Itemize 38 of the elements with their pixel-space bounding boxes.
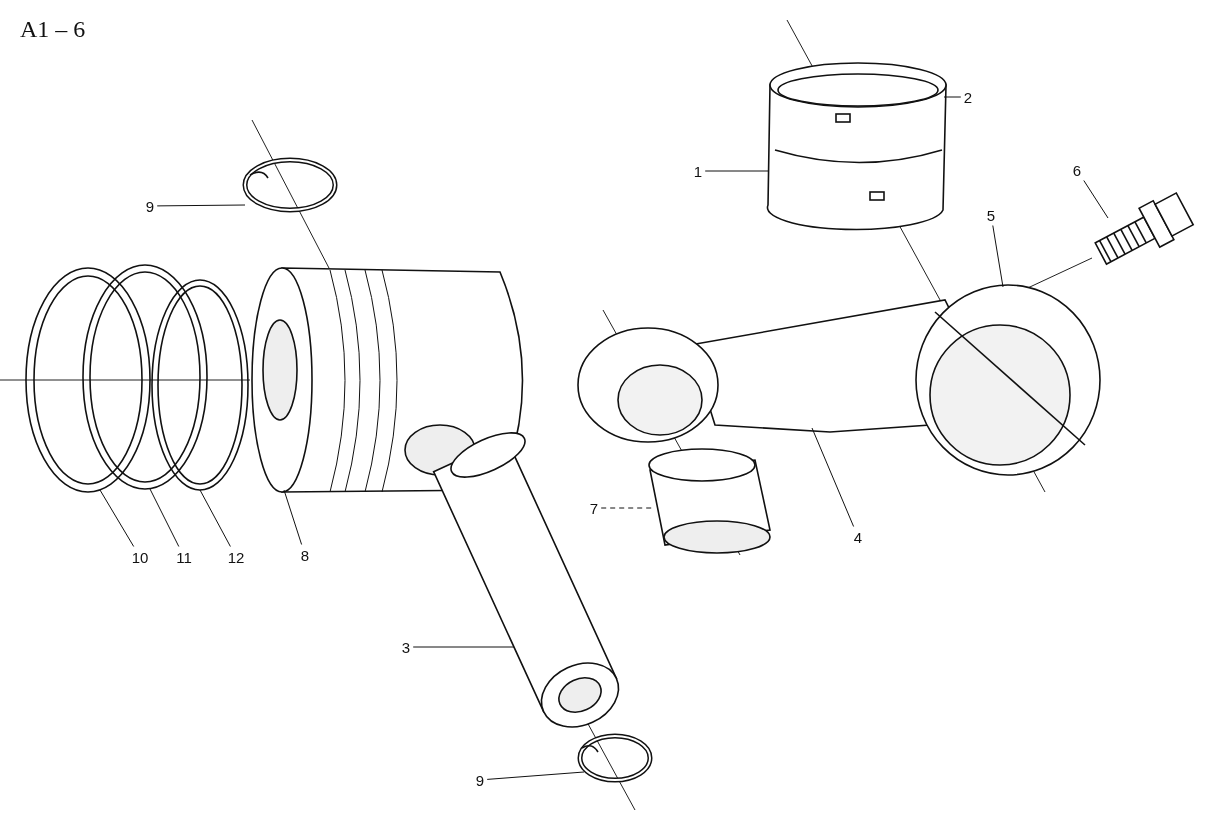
callout-number: 6 <box>1072 162 1082 178</box>
connecting-rod-drawing <box>577 284 1101 476</box>
callout-number: 10 <box>131 549 149 565</box>
leader-line <box>486 771 585 780</box>
bushing-drawing <box>648 448 771 554</box>
callout-number: 4 <box>853 529 863 545</box>
callout-number: 12 <box>227 549 245 565</box>
leader-line <box>704 170 769 172</box>
piston-ring-drawing <box>82 264 208 490</box>
leader-line <box>412 646 515 648</box>
callout-number: 2 <box>963 89 973 105</box>
callout-number: 7 <box>589 500 599 516</box>
callout-number: 11 <box>176 549 192 565</box>
leader-line <box>1083 180 1109 219</box>
leader-line <box>992 225 1004 288</box>
leader-line <box>199 489 231 547</box>
piston-drawing <box>251 267 524 493</box>
bearing-shell-drawing <box>766 62 947 231</box>
leader-line <box>156 204 246 207</box>
leader-line <box>283 489 303 545</box>
circlip-drawing <box>242 157 338 213</box>
leader-line <box>600 507 653 509</box>
figure-title: A1 – 6 <box>20 16 86 43</box>
callout-number: 9 <box>475 772 485 788</box>
callout-number: 3 <box>401 639 411 655</box>
piston-ring-drawing <box>25 267 151 493</box>
callout-number: 5 <box>986 207 996 223</box>
piston-pin-drawing <box>432 432 620 728</box>
bolt-drawing <box>1094 191 1195 266</box>
circlip-drawing <box>577 733 653 783</box>
piston-ring-drawing <box>151 279 249 491</box>
leader-line <box>943 96 962 98</box>
callout-number: 8 <box>300 547 310 563</box>
leader-line <box>811 427 855 527</box>
callout-number: 9 <box>145 198 155 214</box>
callout-number: 1 <box>693 163 703 179</box>
leader-line <box>99 489 135 547</box>
leader-line <box>149 488 180 547</box>
